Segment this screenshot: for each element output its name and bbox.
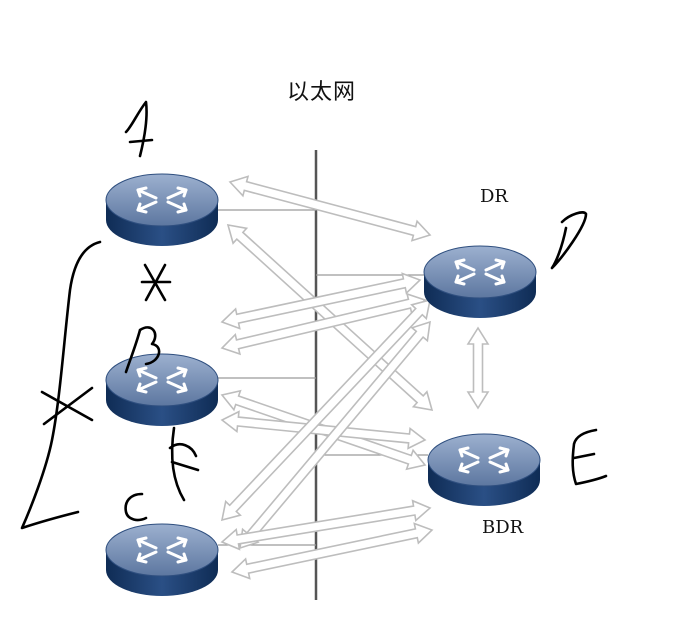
router-arrows-icon [458, 446, 510, 474]
ethernet-title: 以太网 [287, 80, 357, 105]
routers [105, 173, 541, 596]
arrow-a-dr [228, 175, 432, 242]
dr-label: DR [480, 186, 508, 207]
arrow-dr-bdr [466, 326, 490, 410]
hand-c-letter [124, 492, 148, 522]
router-top [105, 173, 219, 227]
router-b [105, 353, 219, 426]
hand-b-stroke [124, 326, 161, 374]
hand-star-ab [140, 263, 172, 302]
arrow-c-bdr [220, 499, 432, 551]
arrow-c-bdr2 [230, 522, 434, 580]
router-arrows-icon [136, 366, 188, 394]
router-top [423, 245, 537, 299]
router-top [427, 433, 541, 487]
router-top [105, 353, 219, 407]
router-arrows-icon [136, 536, 188, 564]
router-a [105, 173, 219, 246]
hand-d-stroke [550, 211, 588, 270]
hand-a-stroke [124, 100, 154, 158]
hand-e-stroke [571, 428, 608, 486]
router-dr [423, 245, 537, 318]
hand-c-scribble [168, 426, 200, 502]
hand-curve-left [20, 240, 102, 530]
router-arrows-icon [136, 186, 188, 214]
adjacency-arrows [220, 175, 490, 580]
router-top [105, 523, 219, 577]
arrow-b-dr [220, 272, 422, 330]
bdr-label: BDR [482, 517, 524, 538]
arrow-b-bdr2 [220, 410, 427, 450]
arrow-b-dr2 [220, 292, 427, 356]
router-c [105, 523, 219, 596]
router-bdr [427, 433, 541, 506]
hand-x-mark [40, 386, 94, 426]
router-arrows-icon [454, 258, 506, 286]
handwritten-annotations [20, 100, 608, 530]
